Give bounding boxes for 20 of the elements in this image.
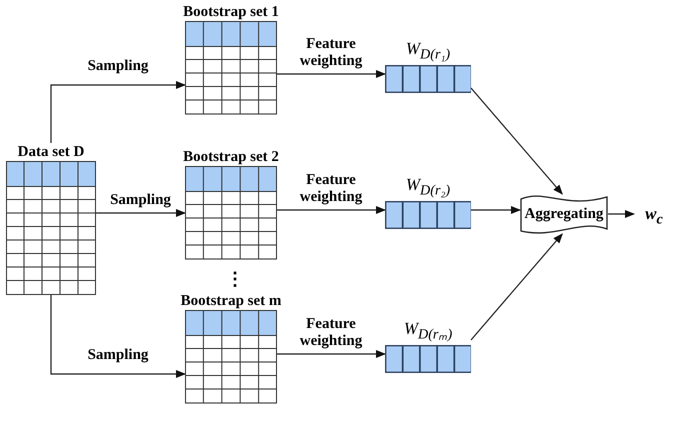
arrow <box>277 350 386 358</box>
arrow <box>470 233 563 340</box>
arrow <box>471 206 521 214</box>
table-title: Data set D <box>18 143 84 161</box>
arrow <box>277 70 386 78</box>
weight-symbol: W$_{D(rₘ)}$ <box>404 318 452 344</box>
aggregating-shape: Aggregating <box>520 193 608 235</box>
output-symbol: w$_{c}$ <box>645 203 663 230</box>
table-title: Bootstrap set m <box>180 292 282 310</box>
arrow <box>50 295 186 378</box>
ellipsis-mark: ⋮ <box>226 268 244 290</box>
table-title: Bootstrap set 2 <box>183 148 279 166</box>
arrow <box>470 88 563 195</box>
arrow <box>50 81 186 143</box>
arrow <box>608 210 635 218</box>
table-title: Bootstrap set 1 <box>183 3 279 21</box>
arrow <box>277 206 386 214</box>
weight-symbol: W$_{D(r₁)}$ <box>406 38 450 64</box>
arrow <box>96 209 186 217</box>
weight-symbol: W$_{D(r₂)}$ <box>406 174 450 200</box>
